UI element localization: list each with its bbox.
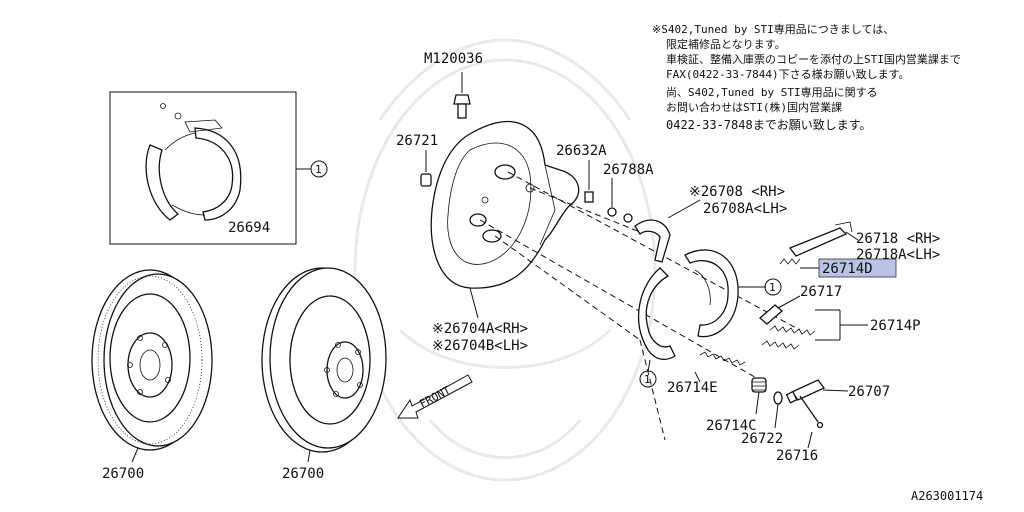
front-label: FRONT (417, 383, 453, 410)
highlight-26714d (818, 258, 897, 278)
label-26714e: 26714E (667, 380, 718, 396)
label-26700-left: 26700 (102, 466, 144, 482)
label-26694: 26694 (228, 220, 270, 236)
watermark-emblem (353, 38, 657, 482)
front-arrow: FRONT (397, 374, 473, 419)
strut-26718[interactable]: 26718 <RH> 26718A<LH> (788, 221, 940, 263)
assembly-guides (479, 171, 801, 441)
label-26704b-lh: ※26704B<LH> (432, 338, 528, 354)
note-line-6: お問い合わせはSTI(株)国内営業課 (666, 100, 842, 114)
lever-26708[interactable]: ※26708 <RH> 26708A<LH> (634, 184, 787, 263)
spring-26714c[interactable]: 26714C (706, 377, 767, 434)
label-26707: 26707 (848, 384, 890, 400)
label-26714c: 26714C (706, 418, 757, 434)
plug-26721[interactable]: 26721 (396, 133, 438, 187)
label-m120036: M120036 (424, 51, 483, 67)
label-26788a: 26788A (603, 162, 654, 178)
spring-26714e[interactable]: 26714E (667, 351, 746, 396)
label-26704a-rh: ※26704A<RH> (432, 321, 528, 337)
spring-26714d[interactable]: 26714D (779, 258, 897, 278)
pin-26716[interactable]: 26716 (776, 395, 824, 464)
note-line-1: ※S402,Tuned by STI専用品につきましては、 (652, 23, 894, 36)
label-26717: 26717 (800, 284, 842, 300)
note-line-7: 0422-33-7848までお願い致します。 (666, 118, 872, 132)
label-26632a: 26632A (556, 143, 607, 159)
label-26708a-lh: 26708A<LH> (703, 201, 787, 217)
diagram-id: A263001174 (911, 489, 983, 503)
brake-rotor-vented[interactable]: 26700 (91, 269, 213, 482)
callout-1-shoe-front: 1 (644, 373, 651, 386)
label-26714p: 26714P (870, 318, 921, 334)
note-line-3: 車検証、整備入庫票のコピーを添付の上STI国内営業課まで (666, 52, 961, 66)
brake-shoe-front[interactable]: 1 (638, 267, 676, 388)
brake-rotor-solid[interactable]: 26700 (261, 267, 387, 482)
spring-26717[interactable]: 26717 (759, 284, 842, 325)
note-line-4: FAX(0422-33-7844)下さる様お願い致します。 (666, 67, 909, 81)
bolt-m120036[interactable]: M120036 (424, 51, 483, 119)
brake-shoe-rear[interactable]: 1 (684, 249, 782, 338)
label-26716: 26716 (776, 448, 818, 464)
note-line-5: 尚、S402,Tuned by STI専用品に関する (666, 85, 878, 99)
label-26700-center: 26700 (282, 466, 324, 482)
washer-26722[interactable]: 26722 (741, 391, 783, 447)
note-line-2: 限定補修品となります。 (666, 37, 786, 51)
label-26714d: 26714D (822, 261, 873, 277)
label-26722: 26722 (741, 431, 783, 447)
label-26718-rh: 26718 <RH> (856, 231, 940, 247)
inset-shoe-set[interactable]: 1 26694 (109, 91, 328, 245)
backing-plate[interactable]: ※26704A<RH> ※26704B<LH> (430, 121, 580, 354)
label-26708-rh: ※26708 <RH> (689, 184, 785, 200)
clip-26788a[interactable]: 26788A (603, 162, 654, 223)
spring-set-26714p[interactable]: 26714P (761, 309, 921, 350)
callout-1-shoe-rear: 1 (769, 281, 776, 294)
label-26721: 26721 (396, 133, 438, 149)
notice-block: ※S402,Tuned by STI専用品につきましては、 限定補修品となります… (652, 23, 961, 132)
washer-26632a[interactable]: 26632A (556, 143, 607, 203)
callout-1-inset: 1 (315, 163, 322, 176)
adjuster-26707[interactable]: 26707 (785, 379, 891, 404)
